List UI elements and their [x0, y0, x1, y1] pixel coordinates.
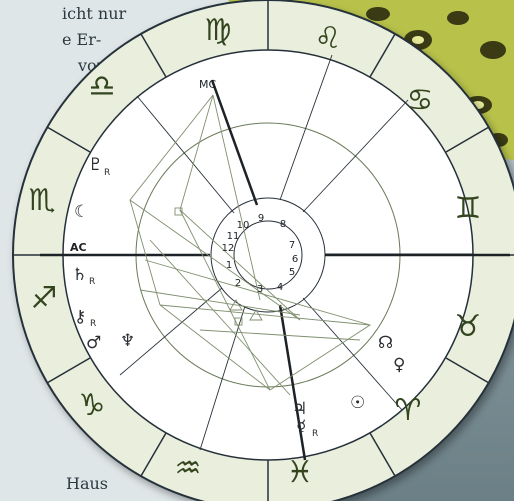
scorpio-icon: ♏ [29, 183, 56, 218]
pluto-retro-label: R [104, 168, 110, 178]
sagittarius-icon: ♐ [31, 281, 58, 316]
gemini-icon: ♊ [455, 191, 482, 226]
house-number: 2 [235, 278, 241, 289]
libra-icon: ♎ [89, 69, 116, 104]
house-number: 8 [280, 219, 286, 230]
node-icon: ☊ [378, 333, 393, 353]
aries-icon: ♈ [395, 393, 422, 428]
cancer-icon: ♋ [407, 83, 434, 118]
virgo-icon: ♍ [205, 13, 232, 48]
chiron-retro-label: R [90, 319, 96, 329]
house-number: 11 [227, 231, 240, 242]
house-number: 1 [226, 260, 232, 271]
neptune-icon: ♆ [120, 331, 135, 351]
house-number: 3 [257, 284, 263, 295]
aquarius-icon: ♒ [175, 451, 202, 486]
house-number: 9 [258, 213, 264, 224]
house-number: 12 [222, 243, 235, 254]
pluto-icon: ♇ [88, 155, 103, 175]
house-number: 7 [289, 240, 295, 251]
house-number: 5 [289, 267, 295, 278]
house-number: 6 [292, 254, 298, 265]
chiron-icon: ⚷ [74, 307, 86, 327]
sun-icon: ☉ [350, 393, 365, 413]
moon-icon: ☾ [74, 202, 89, 222]
pisces-icon: ♓ [287, 455, 314, 490]
saturn-icon: ♄ [72, 265, 87, 285]
capricorn-icon: ♑ [79, 388, 106, 423]
house-number: 4 [277, 282, 283, 293]
taurus-icon: ♉ [455, 309, 482, 344]
house-number: 10 [237, 220, 250, 231]
venus-icon: ♀ [393, 355, 405, 375]
mars-icon: ♂ [86, 333, 101, 353]
mercury-retro-label: R [312, 429, 318, 439]
ac-label: AC [70, 241, 87, 254]
mc-label: MC [199, 78, 216, 91]
jupiter-icon: ♃ [292, 399, 307, 419]
mercury-icon: ☿ [296, 417, 306, 437]
leo-icon: ♌ [315, 21, 342, 56]
saturn-retro-label: R [89, 277, 95, 287]
